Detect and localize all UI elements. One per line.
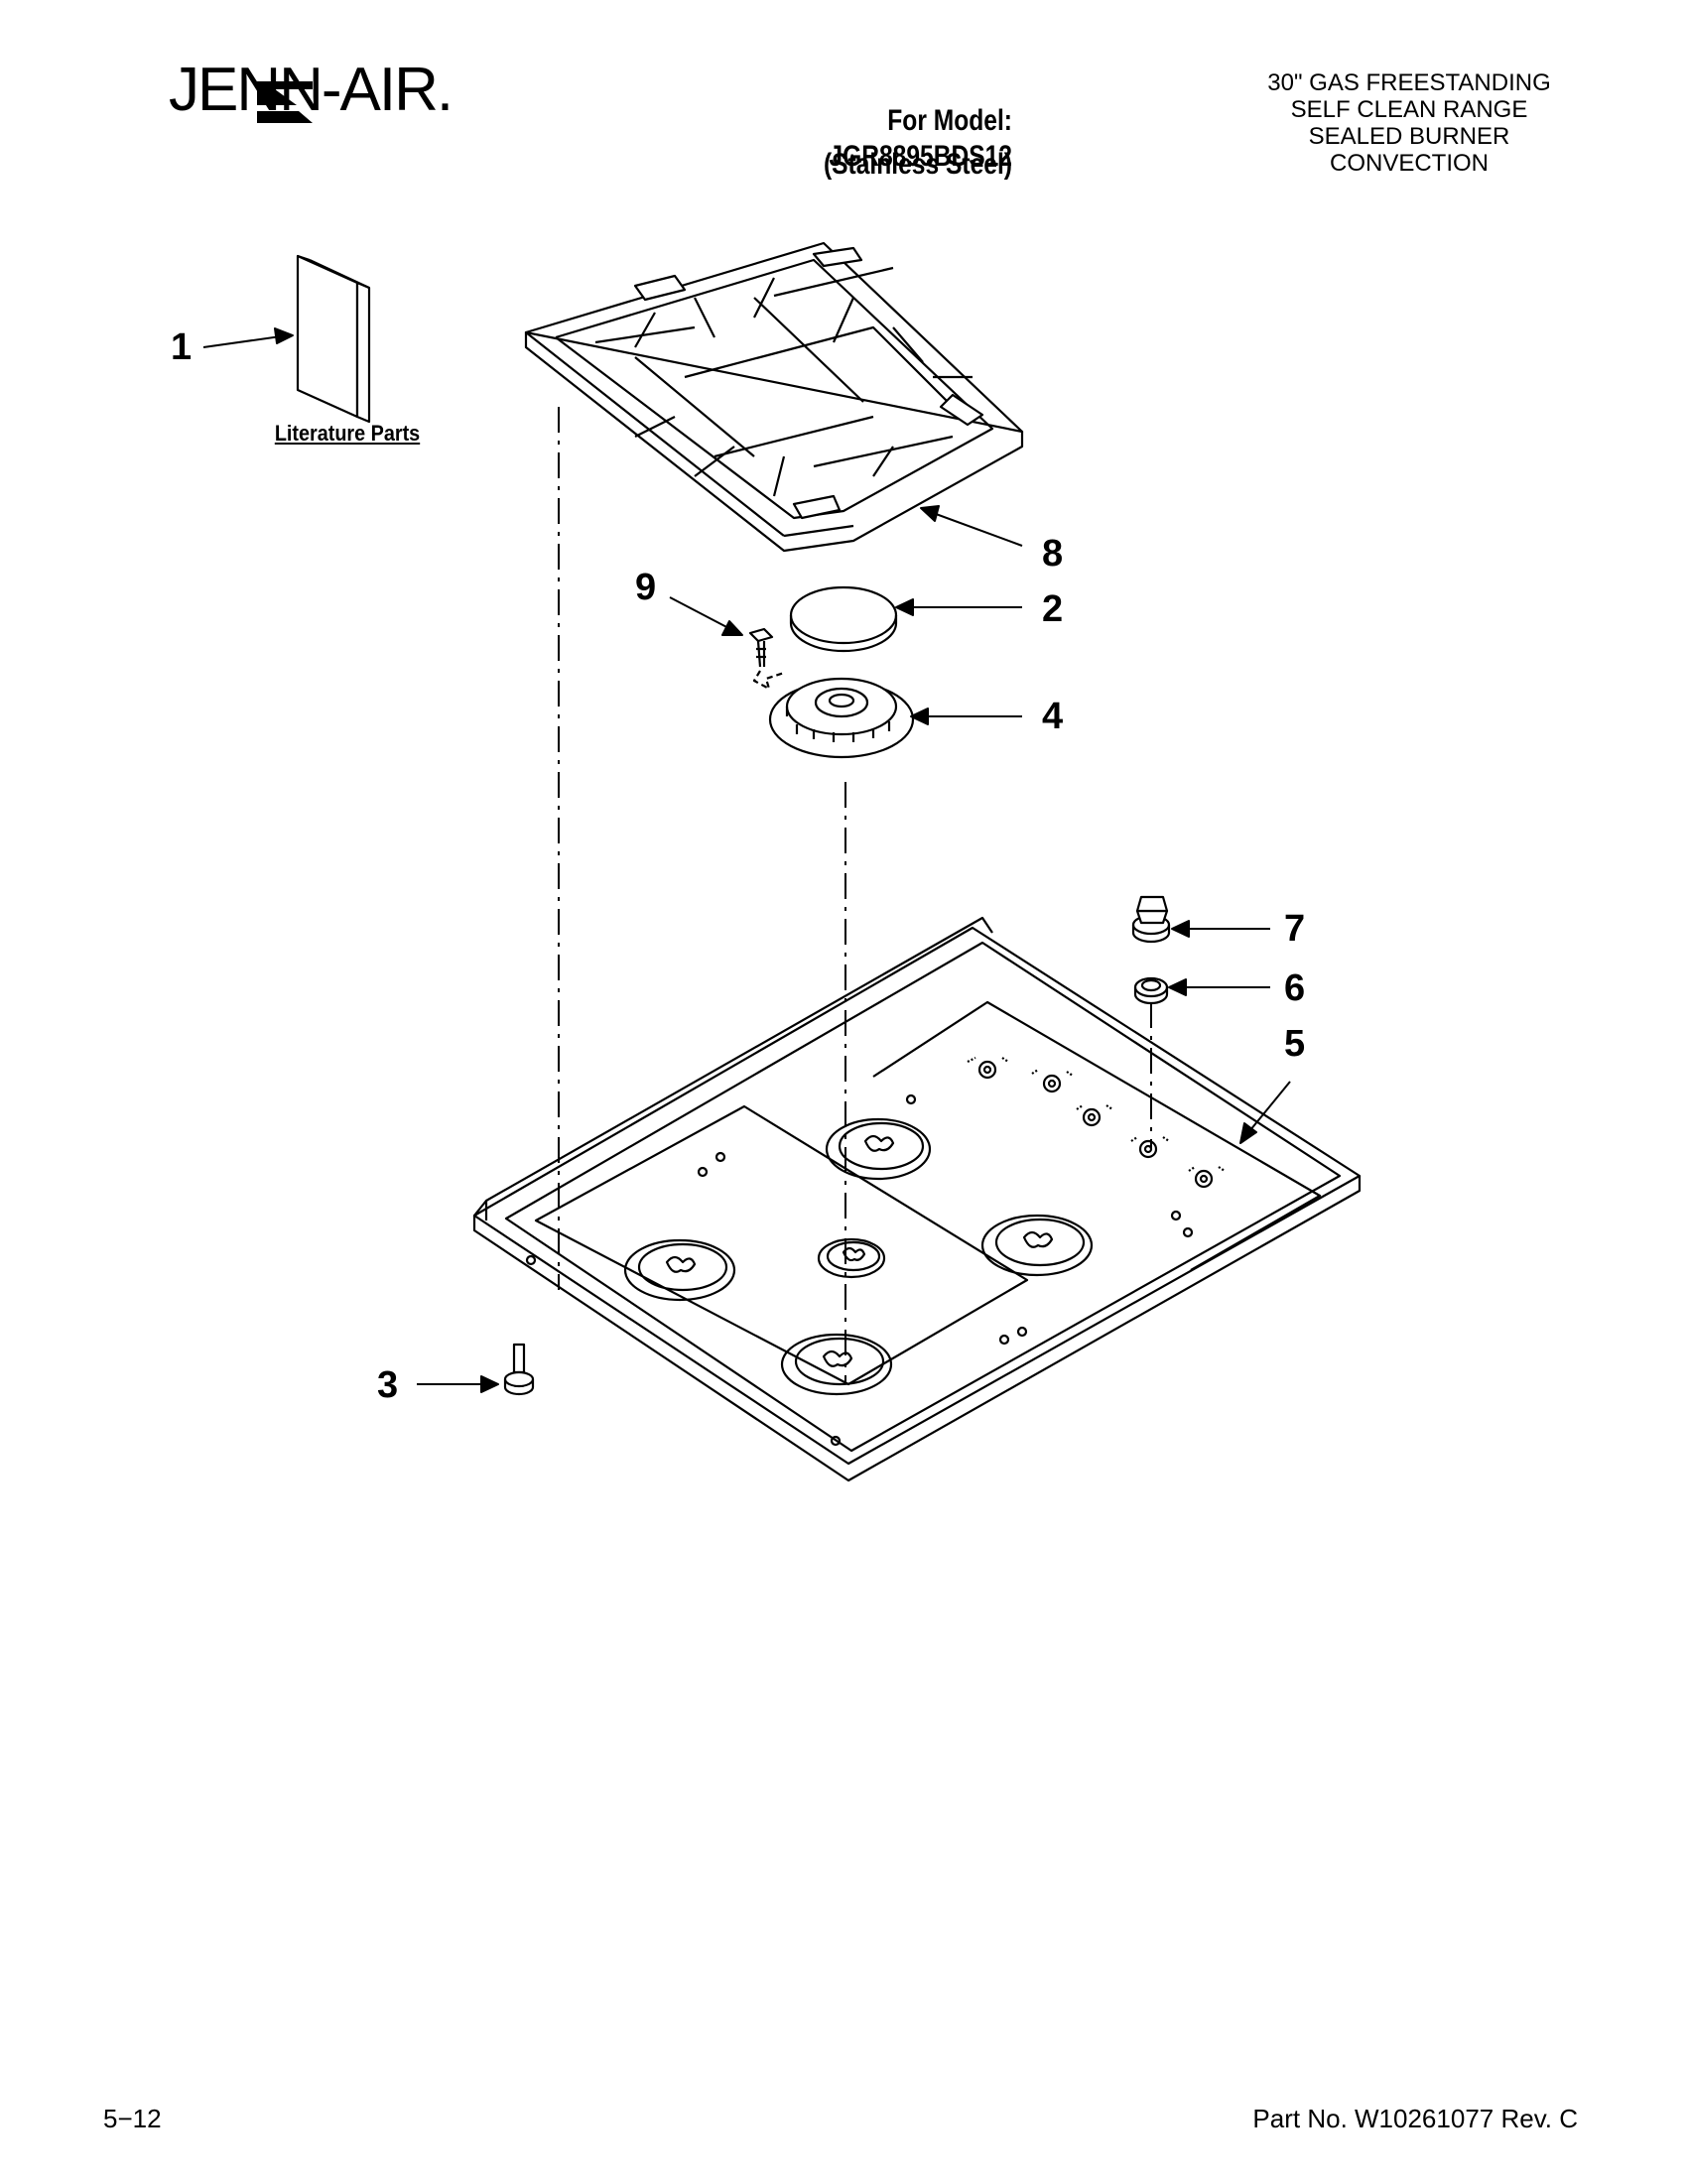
brand-logo-text: JENN-AIR. xyxy=(169,56,454,124)
callout-9: 9 xyxy=(635,567,657,608)
callout-6: 6 xyxy=(1284,967,1306,1009)
page-number: 5−12 xyxy=(103,2104,162,2133)
description-line: SEALED BURNER xyxy=(1308,123,1510,150)
description-line: CONVECTION xyxy=(1329,150,1489,177)
callout-2: 2 xyxy=(1042,588,1064,630)
description-line: 30" GAS FREESTANDING xyxy=(1267,69,1551,96)
callout-8: 8 xyxy=(1042,533,1064,575)
cooktop-icon xyxy=(472,916,1362,1482)
literature-parts-label: Literature Parts xyxy=(274,421,421,446)
description-line: SELF CLEAN RANGE xyxy=(1290,96,1528,123)
jenn-air-logo-icon xyxy=(257,81,313,123)
alignment-lines xyxy=(558,407,1152,1384)
product-description: 30" GAS FREESTANDING SELF CLEAN RANGE SE… xyxy=(1191,69,1627,177)
part-number: Part No. W10261077 Rev. C xyxy=(1252,2104,1578,2133)
callout-7: 7 xyxy=(1284,908,1306,950)
control-knob-icon xyxy=(1131,895,1171,944)
burner-base-icon xyxy=(768,677,915,759)
leveling-foot-icon xyxy=(503,1343,535,1396)
callout-3: 3 xyxy=(377,1364,399,1406)
callout-4: 4 xyxy=(1042,696,1064,737)
callout-arrows xyxy=(202,327,1291,1393)
burner-cap-icon xyxy=(789,585,898,653)
model-finish: (Stainless Steel) xyxy=(823,148,1012,181)
model-number: For Model: JGR8895BDS12 xyxy=(829,104,1012,173)
knob-bezel-icon xyxy=(1133,976,1169,1005)
callout-5: 5 xyxy=(1284,1023,1306,1065)
callout-1: 1 xyxy=(171,326,193,368)
burner-grate-icon xyxy=(524,241,1024,553)
screw-icon xyxy=(748,627,785,691)
literature-book-icon xyxy=(296,254,371,424)
